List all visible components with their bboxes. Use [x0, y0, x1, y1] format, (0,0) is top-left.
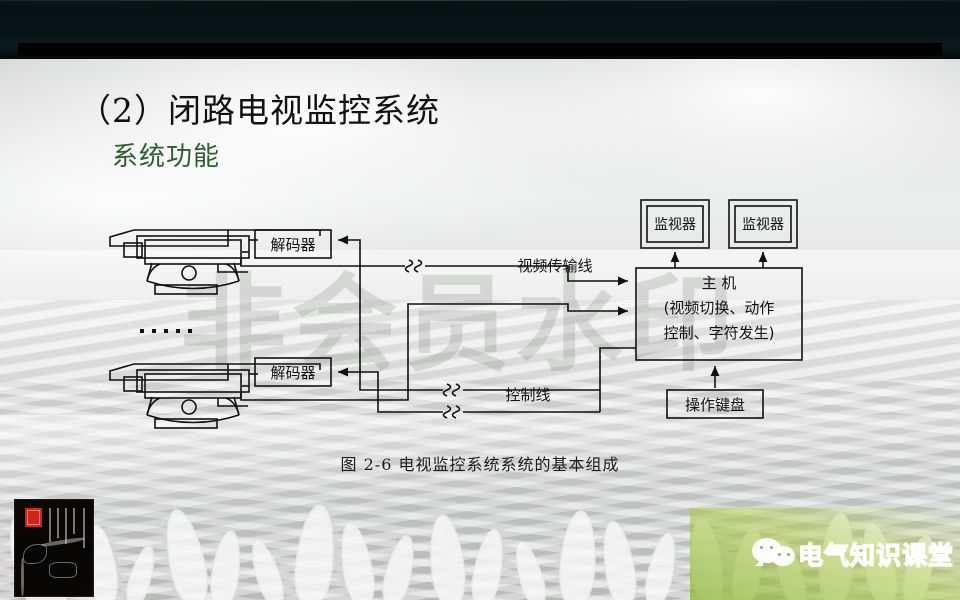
tea-leaf — [334, 520, 380, 600]
tea-leaf — [244, 536, 290, 600]
wechat-eye-dot — [760, 546, 763, 549]
painting-motif — [49, 562, 77, 578]
tea-leaf — [556, 508, 600, 600]
wechat-eye-dot — [787, 553, 790, 556]
tea-leaf — [597, 518, 641, 600]
tea-leaf — [509, 538, 551, 600]
page-title: （2）闭路电视监控系统 — [78, 91, 440, 130]
top-bar-inner-strip — [18, 43, 942, 56]
wechat-bubble-tail-icon — [755, 558, 763, 566]
tea-leaf — [467, 526, 509, 600]
calligraphy-column — [83, 508, 85, 548]
calligraphy-column — [57, 508, 59, 538]
top-black-bar — [0, 0, 960, 59]
tea-leaf — [121, 542, 161, 600]
wechat-branding: 电气知识课堂 — [752, 534, 955, 576]
tea-leaf — [425, 512, 469, 600]
page-subtitle: 系统功能 — [112, 142, 221, 172]
top-bar-highlight — [0, 0, 960, 1]
wechat-bubble-small-icon — [771, 546, 795, 566]
wechat-account-name: 电气知识课堂 — [797, 540, 955, 570]
painting-stem — [21, 558, 24, 596]
painting-branch — [40, 536, 86, 548]
tea-leaf — [206, 528, 246, 600]
wechat-eye-dot — [778, 553, 781, 556]
calligraphy-column — [73, 508, 75, 534]
painting-thumbnail — [14, 499, 94, 597]
painting-blossom — [23, 544, 47, 564]
red-seal-icon — [25, 508, 42, 527]
background-green-leaves — [690, 508, 960, 600]
figure-caption: 图 2-6 电视监控系统系统的基本组成 — [340, 455, 620, 474]
tea-leaf — [290, 502, 340, 600]
tea-leaf — [157, 505, 215, 600]
wechat-eye-dot — [770, 546, 773, 549]
calligraphy-column — [65, 508, 67, 544]
tea-leaf — [377, 531, 421, 600]
calligraphy-column — [49, 508, 51, 542]
tea-leaf — [640, 530, 682, 600]
